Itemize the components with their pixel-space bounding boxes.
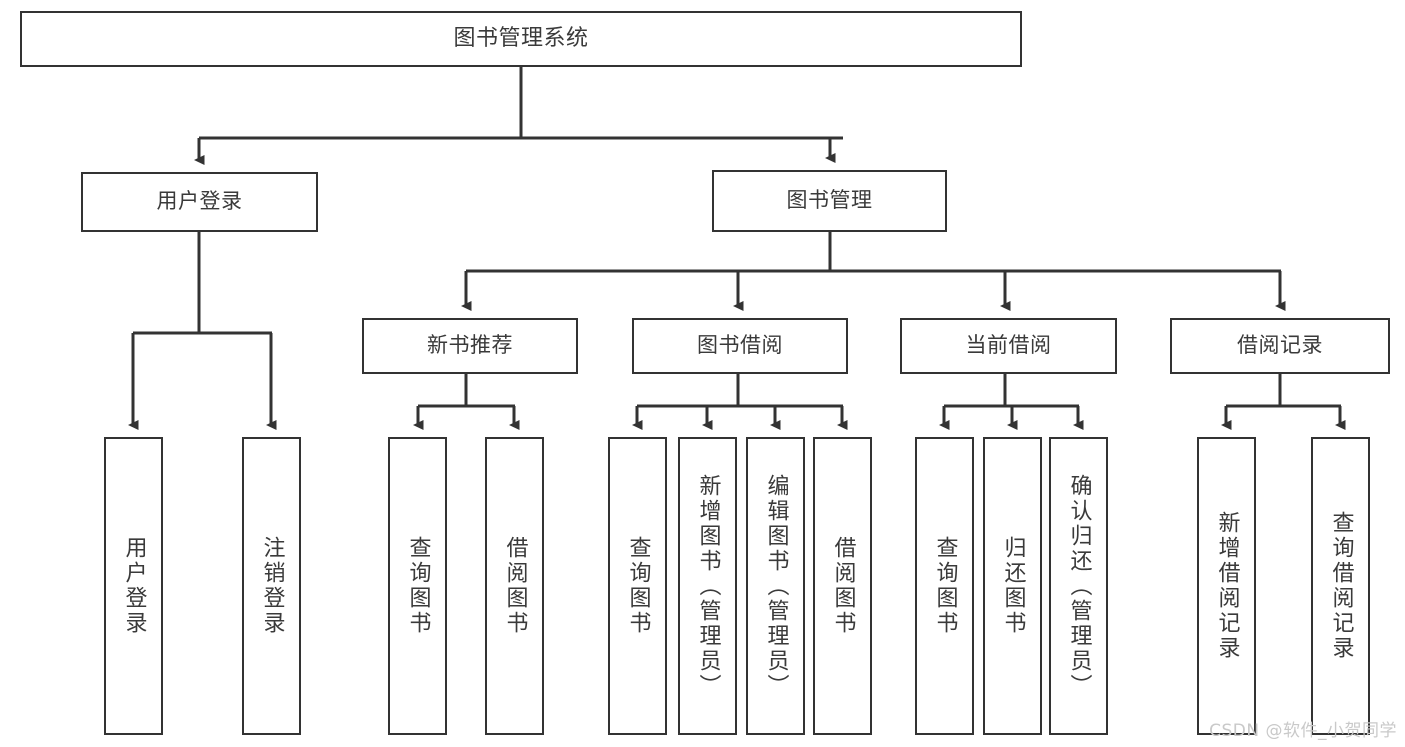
- leaf-edit-book-admin[interactable]: 编辑图书（管理员）: [746, 437, 805, 735]
- leaf-return-book[interactable]: 归还图书: [983, 437, 1042, 735]
- node-new-book-recommend-label: 新书推荐: [427, 333, 513, 358]
- leaf-query-book-1-label: 查询图书: [405, 536, 431, 636]
- leaf-user-login-label: 用户登录: [121, 536, 147, 636]
- node-book-borrow-label: 图书借阅: [697, 333, 783, 358]
- leaf-add-borrow-record[interactable]: 新增借阅记录: [1197, 437, 1256, 735]
- leaf-confirm-return-admin-label: 确认归还（管理员）: [1066, 473, 1092, 699]
- leaf-borrow-book-2[interactable]: 借阅图书: [813, 437, 872, 735]
- node-book-management-label: 图书管理: [786, 188, 873, 213]
- leaf-logout-login[interactable]: 注销登录: [242, 437, 301, 735]
- leaf-query-borrow-record[interactable]: 查询借阅记录: [1311, 437, 1370, 735]
- leaf-add-book-admin-label: 新增图书（管理员）: [695, 473, 721, 699]
- leaf-user-login[interactable]: 用户登录: [104, 437, 163, 735]
- leaf-confirm-return-admin[interactable]: 确认归还（管理员）: [1049, 437, 1108, 735]
- leaf-query-book-3-label: 查询图书: [932, 536, 958, 636]
- node-book-management[interactable]: 图书管理: [712, 170, 947, 232]
- leaf-return-book-label: 归还图书: [1000, 536, 1026, 636]
- leaf-query-book-1[interactable]: 查询图书: [388, 437, 447, 735]
- node-user-login[interactable]: 用户登录: [81, 172, 318, 232]
- node-new-book-recommend[interactable]: 新书推荐: [362, 318, 578, 374]
- node-root-book-management-system[interactable]: 图书管理系统: [20, 11, 1022, 67]
- csdn-watermark: CSDN @软件_小贺同学: [1209, 721, 1397, 741]
- leaf-logout-login-label: 注销登录: [259, 536, 285, 636]
- leaf-edit-book-admin-label: 编辑图书（管理员）: [763, 473, 789, 699]
- leaf-query-borrow-record-label: 查询借阅记录: [1328, 511, 1354, 661]
- node-borrow-record[interactable]: 借阅记录: [1170, 318, 1390, 374]
- leaf-borrow-book-2-label: 借阅图书: [830, 536, 856, 636]
- node-current-borrow[interactable]: 当前借阅: [900, 318, 1117, 374]
- node-root-label: 图书管理系统: [453, 25, 589, 51]
- node-book-borrow[interactable]: 图书借阅: [632, 318, 848, 374]
- leaf-query-book-2-label: 查询图书: [625, 536, 651, 636]
- leaf-add-borrow-record-label: 新增借阅记录: [1214, 511, 1240, 661]
- leaf-query-book-2[interactable]: 查询图书: [608, 437, 667, 735]
- leaf-query-book-3[interactable]: 查询图书: [915, 437, 974, 735]
- leaf-borrow-book-1-label: 借阅图书: [502, 536, 528, 636]
- leaf-add-book-admin[interactable]: 新增图书（管理员）: [678, 437, 737, 735]
- node-borrow-record-label: 借阅记录: [1237, 333, 1323, 358]
- node-current-borrow-label: 当前借阅: [965, 333, 1052, 358]
- node-user-login-label: 用户登录: [156, 189, 243, 214]
- leaf-borrow-book-1[interactable]: 借阅图书: [485, 437, 544, 735]
